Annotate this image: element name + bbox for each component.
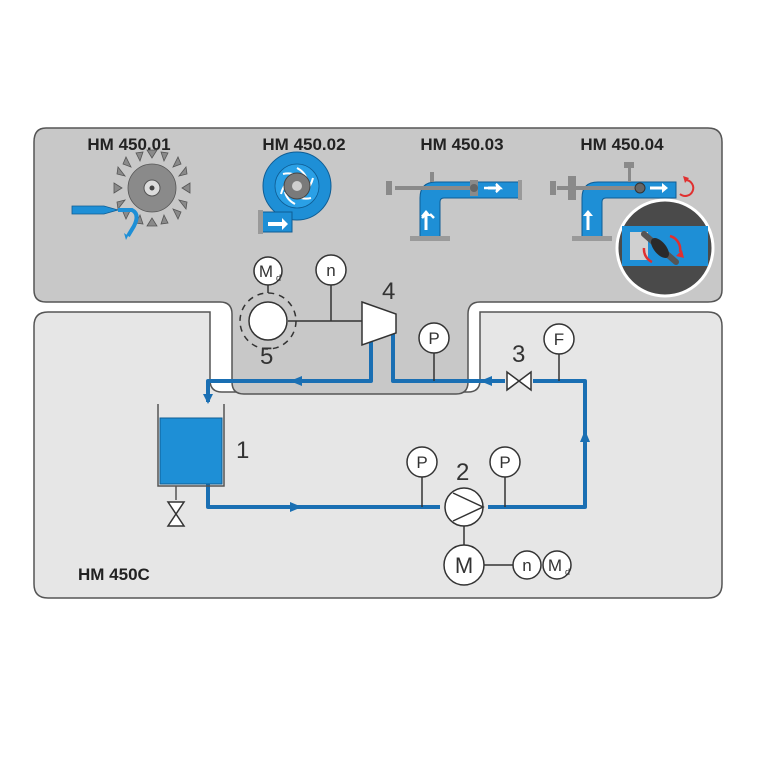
pump-number: 2 (456, 459, 469, 486)
motor-torque-sensor (542, 550, 572, 580)
valve-number: 3 (512, 341, 525, 368)
kaplan-adjustable-turbine-icon (550, 162, 715, 298)
flow-arrows (203, 376, 590, 512)
turbine-symbol (361, 300, 397, 347)
pressure-gauge-turbine (418, 322, 450, 354)
drain-valve (166, 501, 186, 527)
motor-torque-sensor-sub: d (565, 567, 570, 577)
pressure-gauge-suction (406, 446, 438, 478)
pump (444, 487, 484, 527)
pressure-gauge-discharge-label: P (499, 453, 510, 472)
brake (248, 301, 288, 341)
control-valve (506, 370, 532, 392)
motor-speed-sensor (512, 550, 542, 580)
kaplan-turbine-icon (386, 172, 522, 241)
pelton-turbine-icon (71, 149, 191, 240)
tank-number: 1 (236, 437, 249, 464)
speed-sensor (315, 254, 347, 286)
motor-speed-sensor-label: n (522, 556, 531, 575)
model-label-hm450-02: HM 450.02 (262, 135, 345, 154)
francis-turbine-icon (258, 151, 332, 234)
torque-sensor-brake (253, 256, 283, 286)
pressure-gauge-turbine-label: P (428, 329, 439, 348)
model-label-hm450-03: HM 450.03 (420, 135, 503, 154)
model-label-hm450-01: HM 450.01 (87, 135, 170, 154)
tank (157, 404, 225, 500)
model-label-hm450-04: HM 450.04 (580, 135, 664, 154)
pressure-gauge-discharge (489, 446, 521, 478)
torque-sensor-brake-sub: d (276, 273, 281, 283)
motor-torque-sensor-label: M (548, 556, 562, 575)
flow-meter (543, 323, 575, 355)
motor-label: M (455, 553, 473, 578)
brake-number: 5 (260, 343, 273, 370)
brake-outline (239, 292, 297, 350)
pressure-gauge-suction-label: P (416, 453, 427, 472)
torque-sensor-brake-label: M (259, 262, 273, 281)
speed-sensor-label: n (326, 261, 335, 280)
turbine-number: 4 (382, 278, 395, 305)
base-unit-label: HM 450C (78, 565, 150, 584)
flow-meter-label: F (554, 330, 564, 349)
